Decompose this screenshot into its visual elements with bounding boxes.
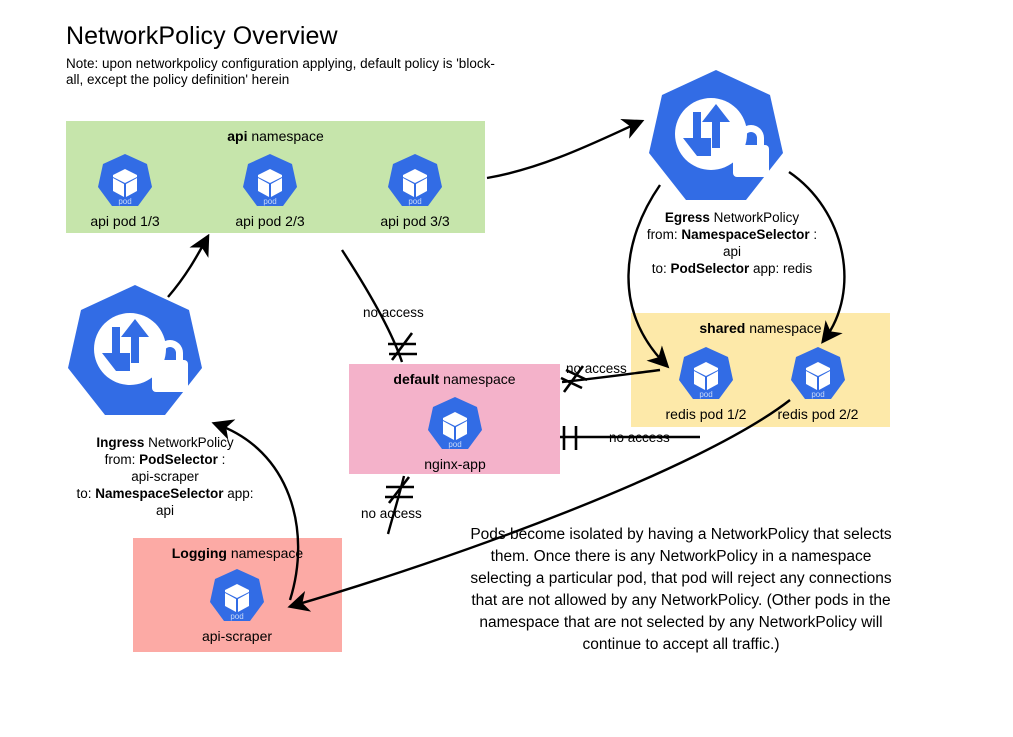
namespace-suffix-default: namespace [439,371,516,387]
explainer-paragraph: Pods become isolated by having a Network… [470,526,892,653]
pod-caption-nginx-app: nginx-app [424,456,486,472]
ingress-policy-to-suffix: app: [223,486,254,501]
ingress-policy-to-prefix: to: [76,486,96,501]
edge-label-no-access-default-logging: no access [361,506,422,521]
networkpolicy-icon-egress[interactable] [645,68,787,206]
namespace-name-default: default [393,371,440,387]
ingress-policy-kind: Ingress [96,435,145,450]
svg-text:pod: pod [118,197,131,206]
ingress-policy-line-1: Ingress NetworkPolicy [40,434,290,451]
ingress-policy-from-selector: PodSelector [139,452,218,467]
egress-policy-to-suffix: app: redis [749,261,813,276]
svg-text:pod: pod [699,390,712,399]
barrier-mark-default-shared-lower [562,426,578,450]
pod-api-scraper[interactable]: pod api-scraper [202,568,272,644]
pod-icon: pod [428,397,482,449]
pod-caption-api-1: api pod 1/3 [90,213,160,229]
ingress-policy-description: Ingress NetworkPolicy from: PodSelector … [40,434,290,519]
page-note: Note: upon networkpolicy configuration a… [66,56,495,87]
pod-icon: pod [791,347,845,399]
namespace-suffix-shared: namespace [745,320,822,336]
egress-policy-to-prefix: to: [651,261,671,276]
edge-api-to-egress-policy [486,119,645,180]
namespace-label-logging: Logging namespace [133,545,342,561]
pod-caption-api-3: api pod 3/3 [380,213,450,229]
pod-nginx-app[interactable]: pod nginx-app [424,396,486,472]
networkpolicy-lock-icon [649,70,783,200]
edge-label-no-access-default-shared-bottom: no access [609,430,670,445]
networkpolicy-lock-icon [68,285,202,415]
edge-default-to-logging-blocked [386,475,406,535]
namespace-label-default: default namespace [349,371,560,387]
ingress-policy-to-selector: NamespaceSelector [95,486,224,501]
ingress-policy-kind-rest: NetworkPolicy [144,435,234,450]
namespace-label-api: api namespace [66,128,485,144]
lock-glyph [733,125,769,177]
egress-policy-kind: Egress [664,210,710,225]
pod-caption-api-scraper: api-scraper [201,628,273,644]
pod-icon: pod [210,569,264,621]
namespace-suffix-api: namespace [247,128,324,144]
egress-policy-line-3: api [722,244,741,259]
pod-redis-2[interactable]: pod redis pod 2/2 [778,346,858,422]
svg-text:pod: pod [408,197,421,206]
pod-icon: pod [679,347,733,399]
barrier-mark-default-logging [385,476,414,504]
ingress-policy-from-suffix: : [217,452,226,467]
svg-text:pod: pod [263,197,276,206]
ingress-policy-line-4: to: NamespaceSelector app: [40,485,290,502]
svg-text:pod: pod [811,390,824,399]
pod-api-2[interactable]: pod api pod 2/3 [235,153,305,229]
namespace-suffix-logging: namespace [226,545,304,561]
edge-label-no-access-api-default: no access [363,305,424,320]
egress-policy-kind-rest: NetworkPolicy [709,210,800,225]
namespace-name-logging: Logging [171,545,227,561]
pod-icon: pod [98,154,152,206]
ingress-policy-line-2: from: PodSelector : [40,451,290,468]
pod-api-1[interactable]: pod api pod 1/3 [90,153,160,229]
ingress-policy-line-5: api [155,503,174,518]
namespace-label-shared: shared namespace [631,320,890,336]
pod-icon: pod [388,154,442,206]
egress-policy-from-prefix: from: [646,227,682,242]
pod-caption-api-2: api pod 2/3 [235,213,305,229]
egress-policy-line-4: to: PodSelector app: redis [612,260,852,277]
pod-icon: pod [243,154,297,206]
ingress-policy-line-3: api-scraper [131,469,199,484]
edge-label-no-access-default-shared-top: no access [566,361,627,376]
barrier-mark-default-api [388,332,417,361]
egress-policy-line-1: Egress NetworkPolicy [612,209,852,226]
svg-text:pod: pod [448,440,461,449]
egress-policy-to-selector: PodSelector [670,261,750,276]
svg-text:pod: pod [230,612,243,621]
egress-policy-from-suffix: : [809,227,818,242]
egress-policy-line-2: from: NamespaceSelector : [612,226,852,243]
lock-glyph [152,340,188,392]
namespace-name-shared: shared [699,320,746,336]
page-title: NetworkPolicy Overview [66,22,338,50]
pod-api-3[interactable]: pod api pod 3/3 [380,153,450,229]
pod-caption-redis-2: redis pod 2/2 [777,406,859,422]
pod-caption-redis-1: redis pod 1/2 [665,406,747,422]
egress-policy-from-selector: NamespaceSelector [681,227,810,242]
namespace-name-api: api [227,128,248,144]
networkpolicy-icon-ingress[interactable] [64,283,206,421]
ingress-policy-from-prefix: from: [104,452,140,467]
pod-redis-1[interactable]: pod redis pod 1/2 [666,346,746,422]
egress-policy-description: Egress NetworkPolicy from: NamespaceSele… [612,209,852,277]
